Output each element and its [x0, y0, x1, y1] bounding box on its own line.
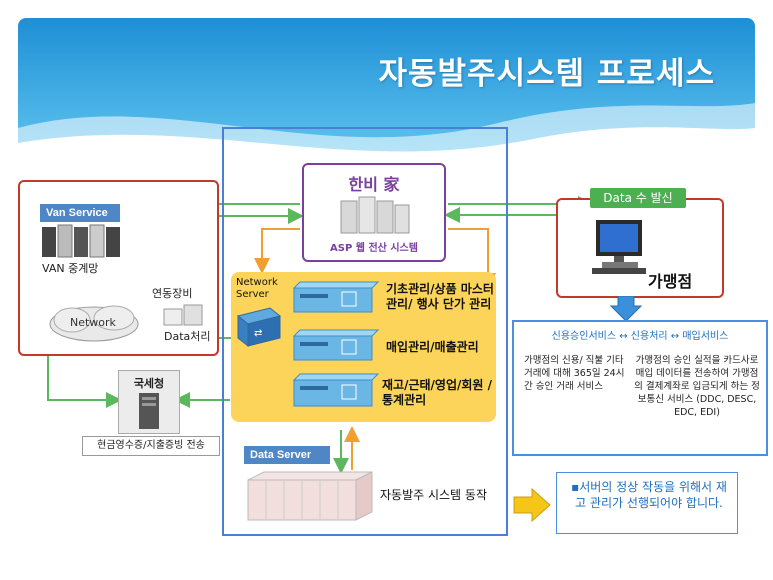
hanbi-subtitle: ASP 웹 전산 시스템 — [330, 243, 418, 254]
title-banner: 자동발주시스템 프로세스 — [18, 18, 755, 153]
payment-header: 신용승인서비스 ↔ 신용처리 ↔ 매입서비스 — [551, 331, 729, 342]
data-send-label: Data 수 발신 — [590, 188, 686, 208]
data-server-caption: 자동발주 시스템 동작 — [380, 488, 487, 502]
svg-text:⇄: ⇄ — [254, 328, 262, 339]
service-label-0: 기초관리/상품 마스터관리/ 행사 단가 관리 — [386, 282, 494, 311]
hanbi-box: 한비 家 ASP 웹 전산 시스템 — [302, 163, 446, 262]
down-arrow-icon — [610, 296, 642, 322]
computer-icon — [592, 220, 646, 274]
hanbi-name: 한비 家 — [348, 175, 400, 194]
note-text: ▪서버의 정상 작동을 위해서 재고 관리가 선행되어야 합니다. — [571, 480, 727, 510]
service-label-1: 매입관리/매출관리 — [386, 340, 479, 354]
line-hanbi-to-network-server — [254, 228, 300, 274]
service-label-2: 재고/근태/영업/회원 /통계관리 — [382, 378, 493, 407]
right-arrow-icon — [513, 488, 551, 522]
nts-server-icon — [139, 393, 159, 429]
network-server-icon: ⇄ — [236, 307, 282, 348]
van-service-label: Van Service — [40, 204, 120, 222]
data-server-label: Data Server — [244, 446, 330, 464]
line-hanbi-to-services — [448, 228, 496, 289]
page-title: 자동발주시스템 프로세스 — [378, 56, 715, 92]
van-relay-label: VAN 중계망 — [42, 262, 99, 275]
network-server-label: Network Server — [236, 277, 278, 300]
link-device-label: 연동장비 — [152, 287, 193, 300]
central-frame — [222, 127, 508, 536]
payment-right-text: 가맹점의 승인 실적을 카드사로 매입 데이터를 전송하여 가맹점의 결제계좌로… — [634, 355, 760, 418]
server-unit-icon — [292, 329, 380, 361]
link-device-icon — [163, 304, 203, 326]
nts-box: 국세청 — [118, 370, 180, 434]
nts-label: 국세청 — [133, 377, 165, 390]
banner-background — [18, 18, 755, 153]
payment-service-box: 신용승인서비스 ↔ 신용처리 ↔ 매입서비스 가맹점의 신용/ 직불 기타 거래… — [512, 320, 768, 456]
nts-caption: 현금영수증/지출증빙 전송 — [82, 436, 220, 456]
network-cloud-icon — [49, 305, 139, 342]
network-label: Network — [70, 316, 116, 329]
data-server-rack-icon — [247, 471, 373, 521]
server-rack-icon — [340, 196, 410, 234]
note-box: ▪서버의 정상 작동을 위해서 재고 관리가 선행되어야 합니다. — [556, 472, 738, 534]
server-unit-icon — [292, 281, 380, 313]
van-relay-icon — [42, 224, 120, 258]
store-label: 가맹점 — [648, 272, 693, 291]
data-processing-label: Data처리 — [164, 330, 211, 343]
server-unit-icon — [292, 373, 380, 407]
payment-left-text: 가맹점의 신용/ 직불 기타 거래에 대해 365일 24시간 승인 거래 서비… — [524, 355, 625, 392]
